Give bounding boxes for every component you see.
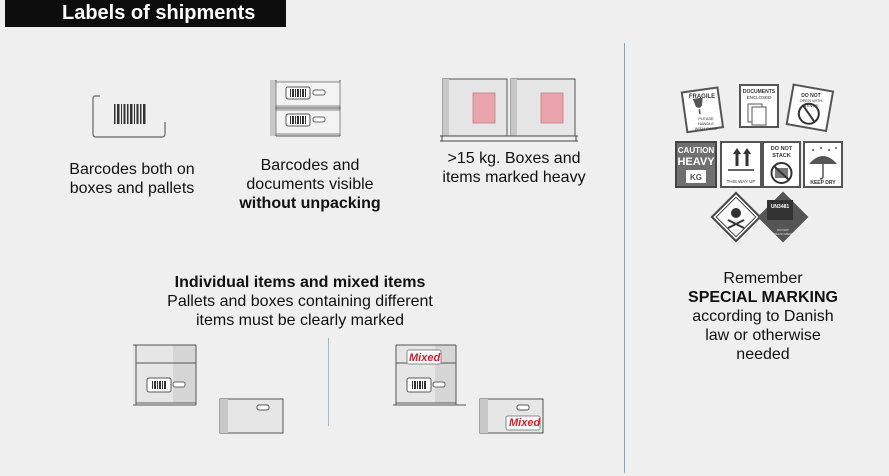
do-not-stack-1: DO NOT xyxy=(771,146,793,152)
section-divider xyxy=(624,43,625,473)
special-line1: Remember xyxy=(723,270,803,287)
lithium-sub2: HANDLE IF DAMAGED xyxy=(769,232,797,236)
item1-line2: boxes and pallets xyxy=(69,180,195,197)
special-marking-text: Remember SPECIAL MARKING according to Da… xyxy=(650,269,876,364)
mixed-line2: items must be clearly marked xyxy=(195,312,405,329)
mixed-section-text: Individual items and mixed items Pallets… xyxy=(130,273,470,330)
special-line2: SPECIAL MARKING xyxy=(688,289,838,306)
item2-caption: Barcodes and documents visible without u… xyxy=(220,156,400,213)
do-not-open-3: A KNIFE xyxy=(803,103,819,108)
mixed-heading: Individual items and mixed items xyxy=(174,274,426,291)
keep-dry-label: KEEP DRY xyxy=(810,180,836,186)
mixed-divider xyxy=(328,338,329,426)
item3-line1: >15 kg. Boxes and xyxy=(447,150,581,167)
do-not-open-2: OPEN WITH xyxy=(800,98,823,103)
item2-line2: documents visible xyxy=(246,176,374,193)
kg-label: KG xyxy=(690,173,702,182)
documents-sub: ENCLOSED xyxy=(747,95,773,100)
shelf-barcode-illustration xyxy=(133,344,284,434)
mixed-label-illustration xyxy=(393,344,544,434)
special-marking-labels: FRAGILE PLEASE HANDLE WITH CARE DOCUMENT… xyxy=(675,83,843,243)
heavy-label: HEAVY xyxy=(677,156,715,168)
item1-line1: Barcodes both on xyxy=(69,161,195,178)
do-not-stack-2: STACK xyxy=(772,153,791,159)
heavy-boxes-icon xyxy=(440,78,578,142)
fragile-sub2: HANDLE xyxy=(698,121,715,126)
item2-line3: without unpacking xyxy=(239,195,381,212)
fragile-label: FRAGILE xyxy=(689,94,715,100)
item1-caption: Barcodes both on boxes and pallets xyxy=(52,160,212,198)
item3-caption: >15 kg. Boxes and items marked heavy xyxy=(424,149,604,187)
barcode-label-icon xyxy=(92,95,166,138)
caution-label: CAUTION xyxy=(678,146,715,155)
shelf-with-barcodes-icon xyxy=(270,80,341,137)
item2-line1: Barcodes and xyxy=(260,157,360,174)
special-line3: according to Danish xyxy=(692,308,834,325)
fragile-sub1: PLEASE xyxy=(698,116,714,121)
lithium-label: UN3481 xyxy=(771,204,790,210)
mixed-line1: Pallets and boxes containing different xyxy=(167,293,433,310)
this-way-up-label: THIS WAY UP xyxy=(727,179,756,184)
special-line4: law or otherwise xyxy=(705,327,821,344)
do-not-open-1: DO NOT xyxy=(801,93,820,99)
mixed-label-shelf: Mixed xyxy=(409,352,441,364)
lithium-sub: DO NOT xyxy=(777,228,789,232)
mixed-label-box: Mixed xyxy=(509,417,541,429)
page-title: Labels of shipments xyxy=(5,0,286,27)
item3-line2: items marked heavy xyxy=(442,169,586,186)
fragile-sub3: WITH CARE xyxy=(695,126,718,131)
special-line5: needed xyxy=(736,346,790,363)
documents-label: DOCUMENTS xyxy=(743,89,776,95)
